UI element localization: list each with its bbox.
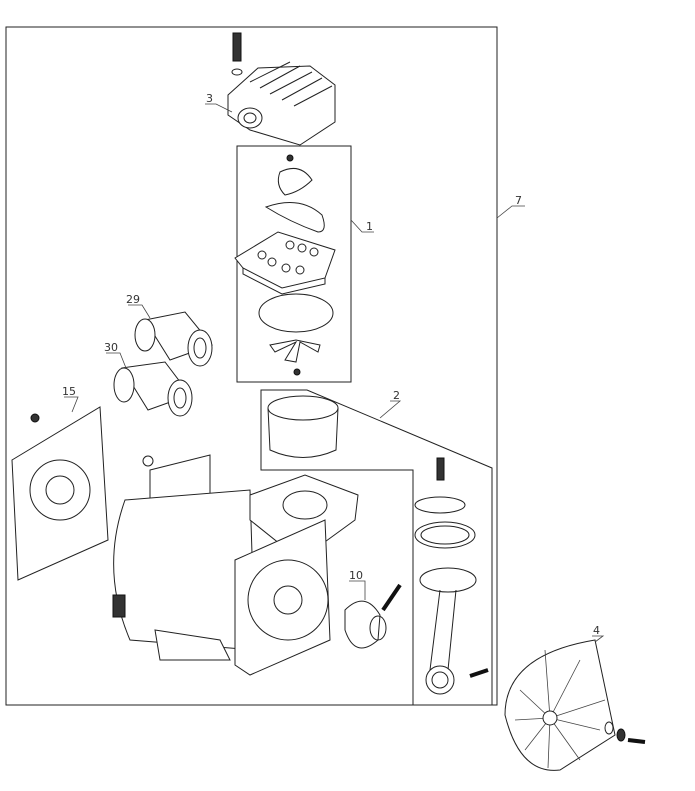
leader-lines	[64, 103, 605, 643]
filter-30[interactable]	[113, 361, 193, 417]
callout-30: 30	[104, 341, 118, 354]
callout-7: 7	[515, 194, 522, 207]
pump-assembly-frame	[5, 26, 498, 706]
valve-plate-kit[interactable]	[234, 154, 336, 376]
callout-15: 15	[62, 385, 76, 398]
callout-2: 2	[393, 389, 400, 402]
callout-1: 1	[366, 220, 373, 233]
filter-29[interactable]	[134, 311, 213, 367]
callout-3: 3	[206, 92, 213, 105]
motor-housing[interactable]	[112, 454, 359, 676]
piston-kit[interactable]	[267, 395, 489, 695]
valve-plate-kit-box	[236, 145, 352, 383]
callout-10: 10	[349, 569, 363, 582]
piston-kit-box	[260, 389, 493, 706]
fan[interactable]	[504, 639, 646, 771]
callout-4: 4	[593, 624, 600, 637]
eccentric[interactable]	[344, 583, 402, 649]
cylinder-head[interactable]	[227, 32, 336, 146]
callout-29: 29	[126, 293, 140, 306]
cover-plate[interactable]	[11, 406, 109, 581]
